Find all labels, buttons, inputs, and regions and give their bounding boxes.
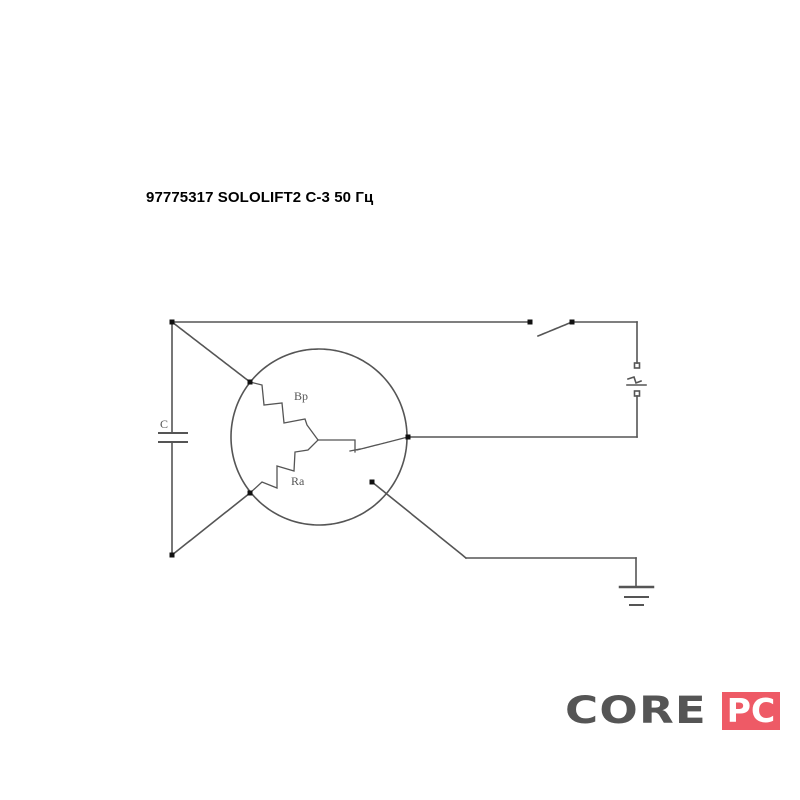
diagram-title: 97775317 SOLOLIFT2 C-3 50 Гц bbox=[146, 189, 374, 206]
upper-winding-label: Bp bbox=[294, 389, 308, 403]
node-switch-left bbox=[527, 319, 533, 325]
node-motor-right bbox=[405, 434, 411, 440]
ground-diagonal-wire bbox=[370, 480, 468, 560]
node-top-left bbox=[169, 319, 175, 325]
upper-diagonal-lead bbox=[170, 320, 252, 384]
junction-nodes bbox=[169, 319, 575, 558]
lower-diagonal-lead bbox=[170, 491, 252, 557]
corepc-logo: CORE PC bbox=[565, 692, 780, 730]
node-motor-upper bbox=[247, 379, 253, 385]
node-ground bbox=[369, 479, 375, 485]
capacitor-label: C bbox=[160, 417, 168, 431]
lower-winding bbox=[249, 439, 319, 494]
thermal-switch-contact bbox=[626, 375, 643, 385]
node-motor-lower bbox=[247, 490, 253, 496]
thermal-switch-terminal-top bbox=[633, 362, 641, 369]
logo-pc-badge: PC bbox=[722, 692, 780, 730]
upper-winding bbox=[249, 381, 319, 441]
junction-wire bbox=[317, 439, 356, 453]
lower-winding-label: Ra bbox=[291, 474, 305, 488]
logo-core-text: CORE bbox=[565, 689, 707, 732]
node-switch-right bbox=[569, 319, 575, 325]
motor-housing bbox=[230, 348, 408, 526]
line-switch-blade bbox=[536, 320, 574, 338]
node-bottom-left bbox=[169, 552, 175, 558]
centrifugal-switch-lead bbox=[356, 436, 409, 451]
